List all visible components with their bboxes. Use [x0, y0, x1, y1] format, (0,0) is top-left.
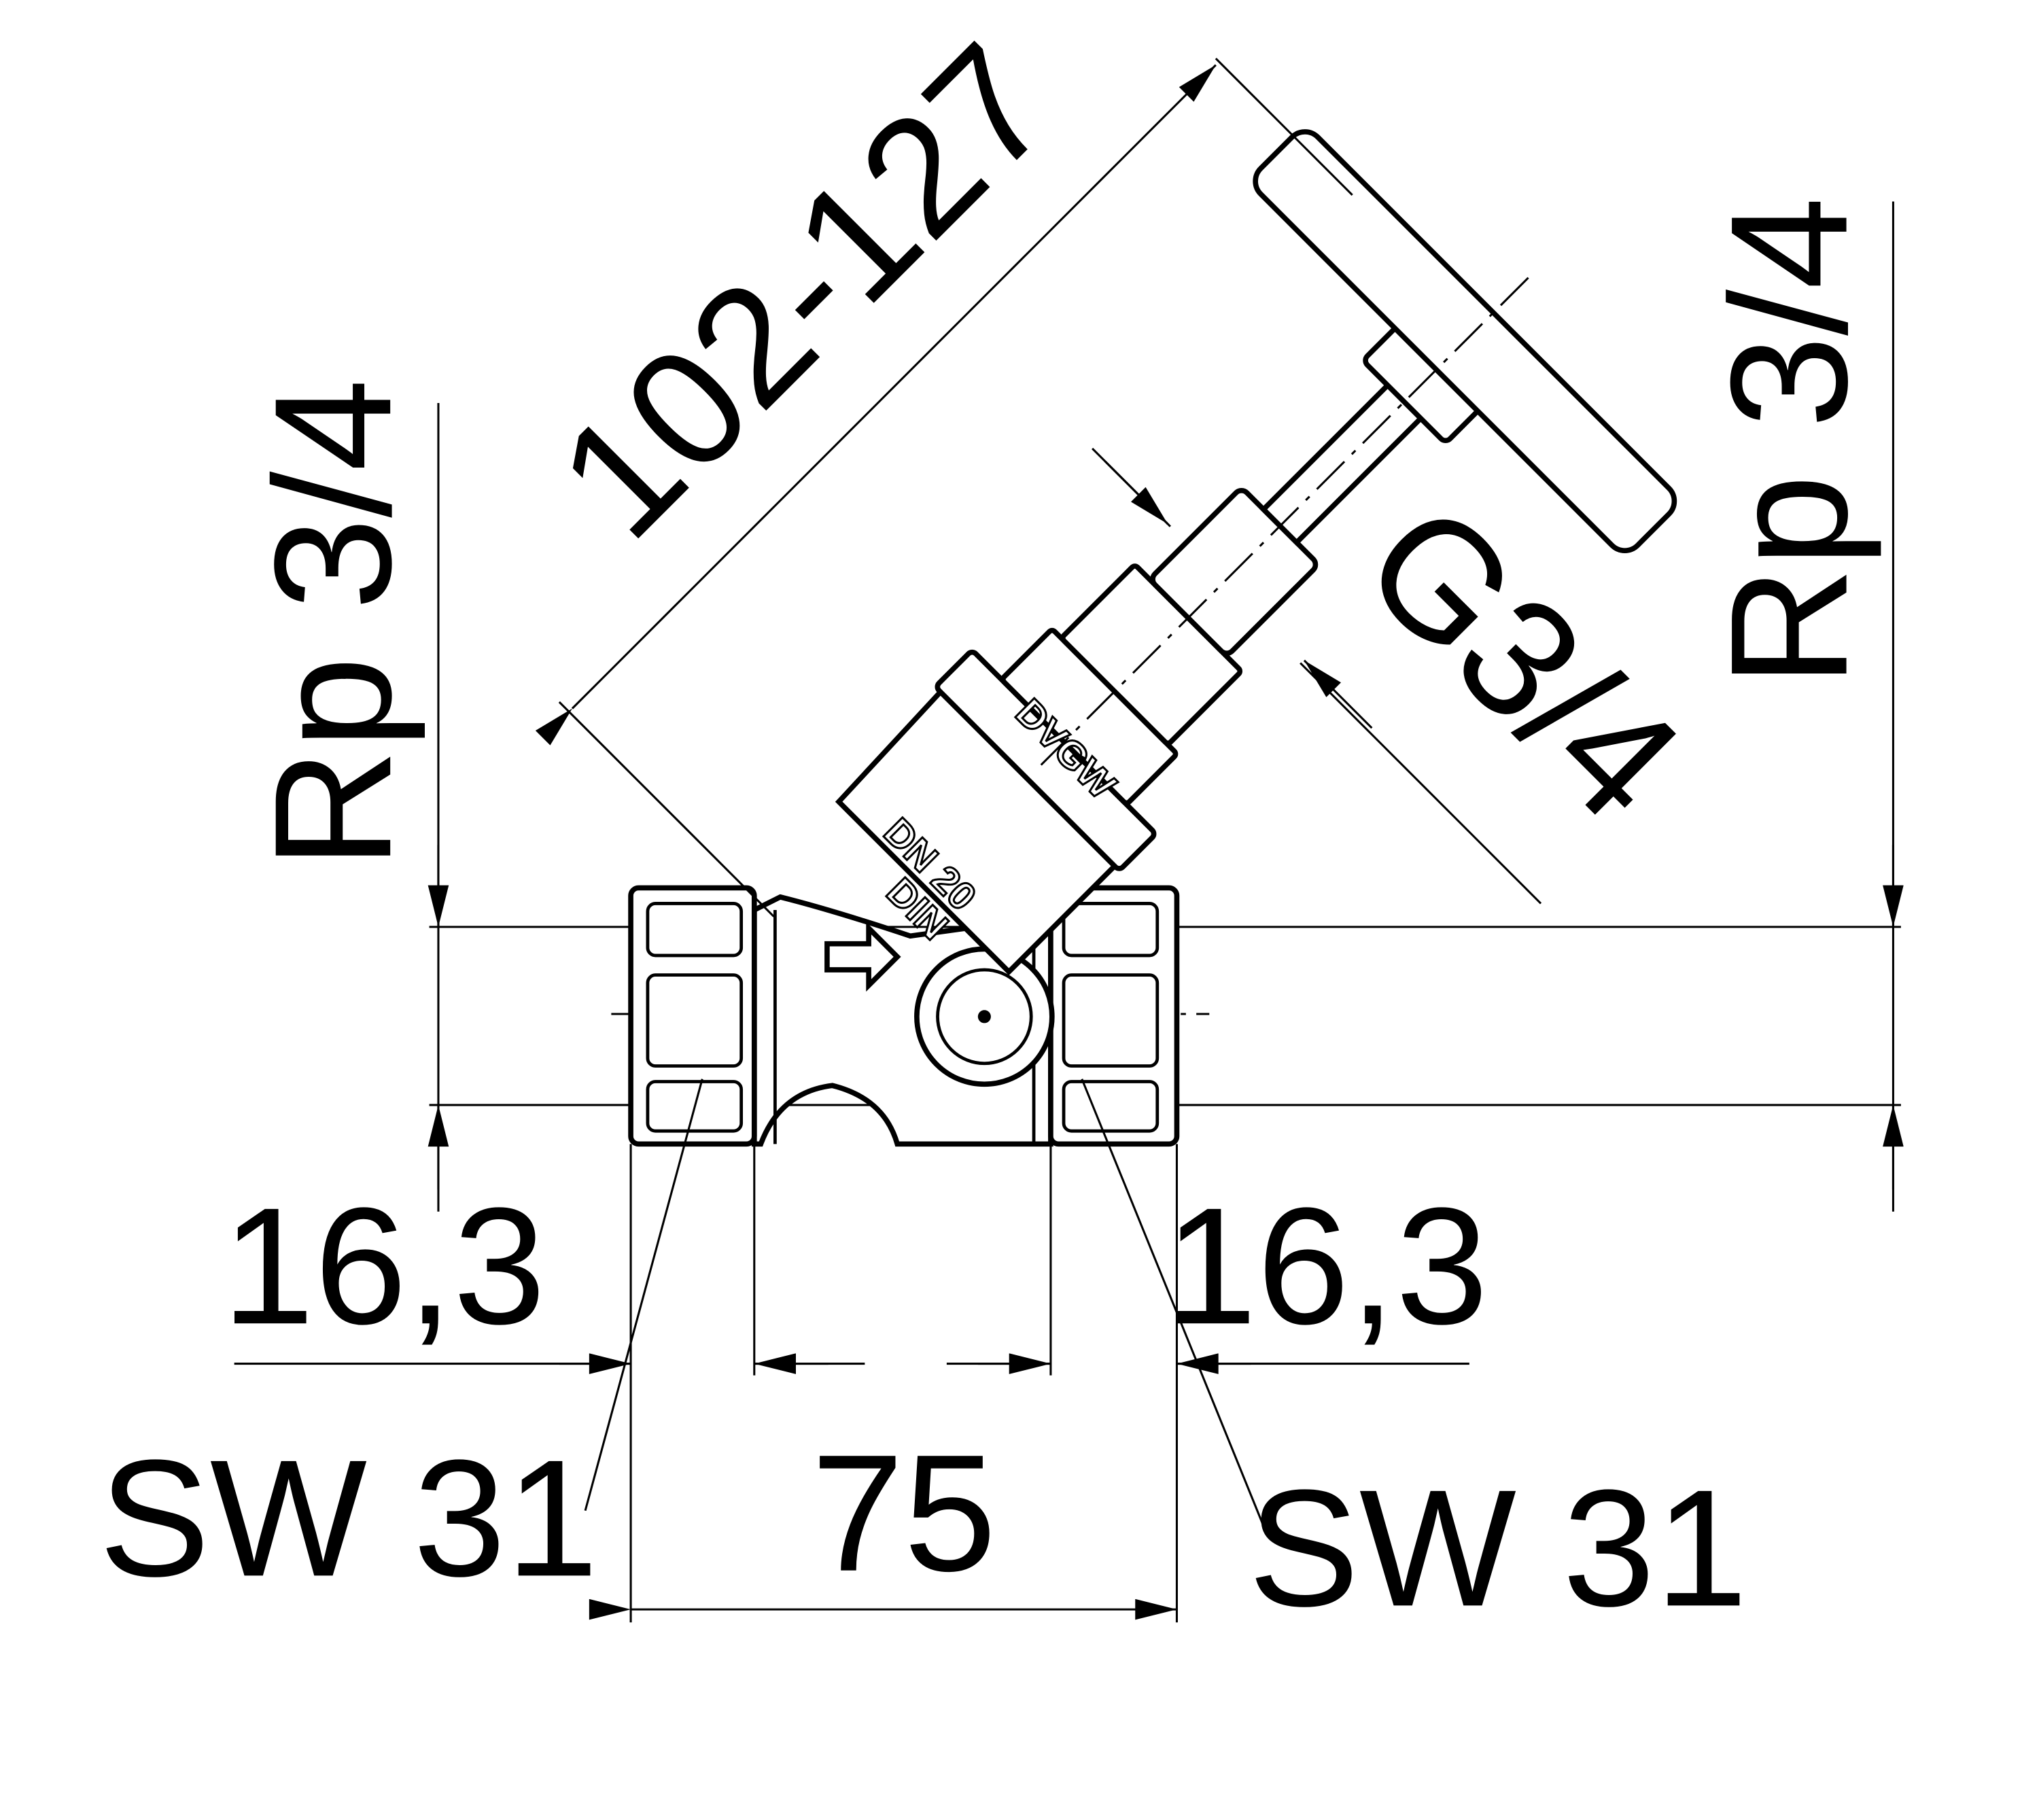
extension-lines [629, 1144, 1178, 1623]
right-depth-label: 16,3 [1164, 1172, 1488, 1359]
flow-direction-arrow-icon [824, 922, 901, 992]
left-wrench-callout: SW 31 [99, 1079, 703, 1611]
overall-length-dimension: 75 [589, 1420, 1177, 1620]
right-depth-dimension: 16,3 [946, 1172, 1488, 1374]
right-thread-dimension: Rp 3/4 [1696, 197, 1904, 1212]
stem-assembly: DVGW [835, 129, 1677, 976]
left-thread-dimension: Rp 3/4 [239, 379, 449, 1212]
left-wrench-label: SW 31 [99, 1424, 599, 1611]
left-depth-dimension: 16,3 [222, 1172, 865, 1374]
right-thread-label: Rp 3/4 [1696, 197, 1882, 687]
right-wrench-label: SW 31 [1249, 1454, 1748, 1641]
stem-length-label: 102-127 [523, 9, 1086, 572]
left-depth-label: 16,3 [222, 1172, 546, 1359]
overall-length-label: 75 [812, 1420, 996, 1606]
left-thread-label: Rp 3/4 [239, 379, 425, 869]
drain-port [914, 946, 1055, 1087]
right-wrench-callout: SW 31 [1081, 1079, 1748, 1641]
